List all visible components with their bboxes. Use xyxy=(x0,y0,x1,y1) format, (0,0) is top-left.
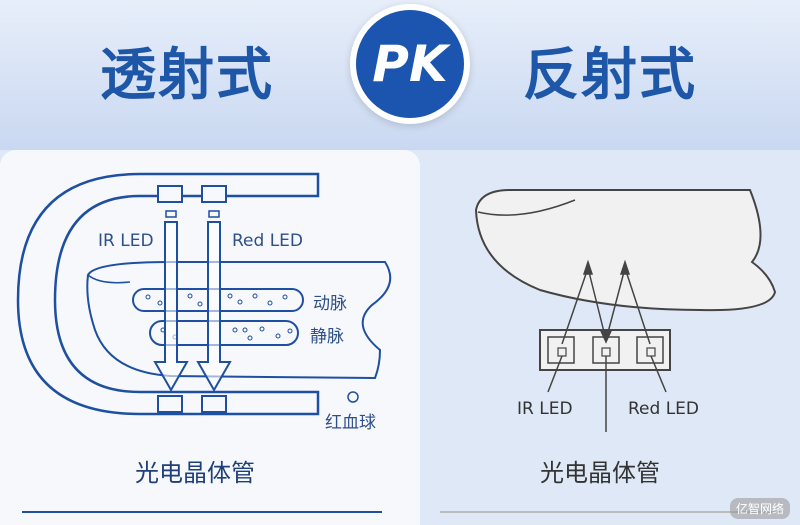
reflective-title: 反射式 xyxy=(523,43,697,108)
vein-label: 静脉 xyxy=(310,327,344,347)
ir-led-label-left: IR LED xyxy=(98,231,154,251)
red-arrow xyxy=(196,221,232,393)
artery-label: 动脉 xyxy=(313,294,347,314)
rbc-label: 红血球 xyxy=(325,413,376,433)
ir-led-label-right: IR LED xyxy=(517,399,573,419)
transmissive-title: 透射式 xyxy=(100,43,274,108)
clip-outline xyxy=(16,172,320,416)
pk-badge: PK xyxy=(350,4,470,124)
rbc-marker xyxy=(347,391,359,403)
reflective-underline xyxy=(440,511,780,513)
red-led-box-top xyxy=(201,185,227,203)
transmissive-underline xyxy=(22,511,382,513)
transmissive-caption: 光电晶体管 xyxy=(135,459,255,487)
reflective-finger xyxy=(474,189,777,312)
red-led-label-right: Red LED xyxy=(628,399,700,419)
watermark: 亿智网络 xyxy=(729,498,790,519)
ir-arrow xyxy=(153,221,189,393)
reflective-caption: 光电晶体管 xyxy=(540,459,660,487)
red-sensor-box-bottom xyxy=(201,395,227,413)
header-banner: 透射式 PK 反射式 xyxy=(0,0,800,150)
ir-led-box-top xyxy=(157,185,183,203)
ir-sensor-box-bottom xyxy=(157,395,183,413)
red-led-label-left: Red LED xyxy=(232,231,304,251)
